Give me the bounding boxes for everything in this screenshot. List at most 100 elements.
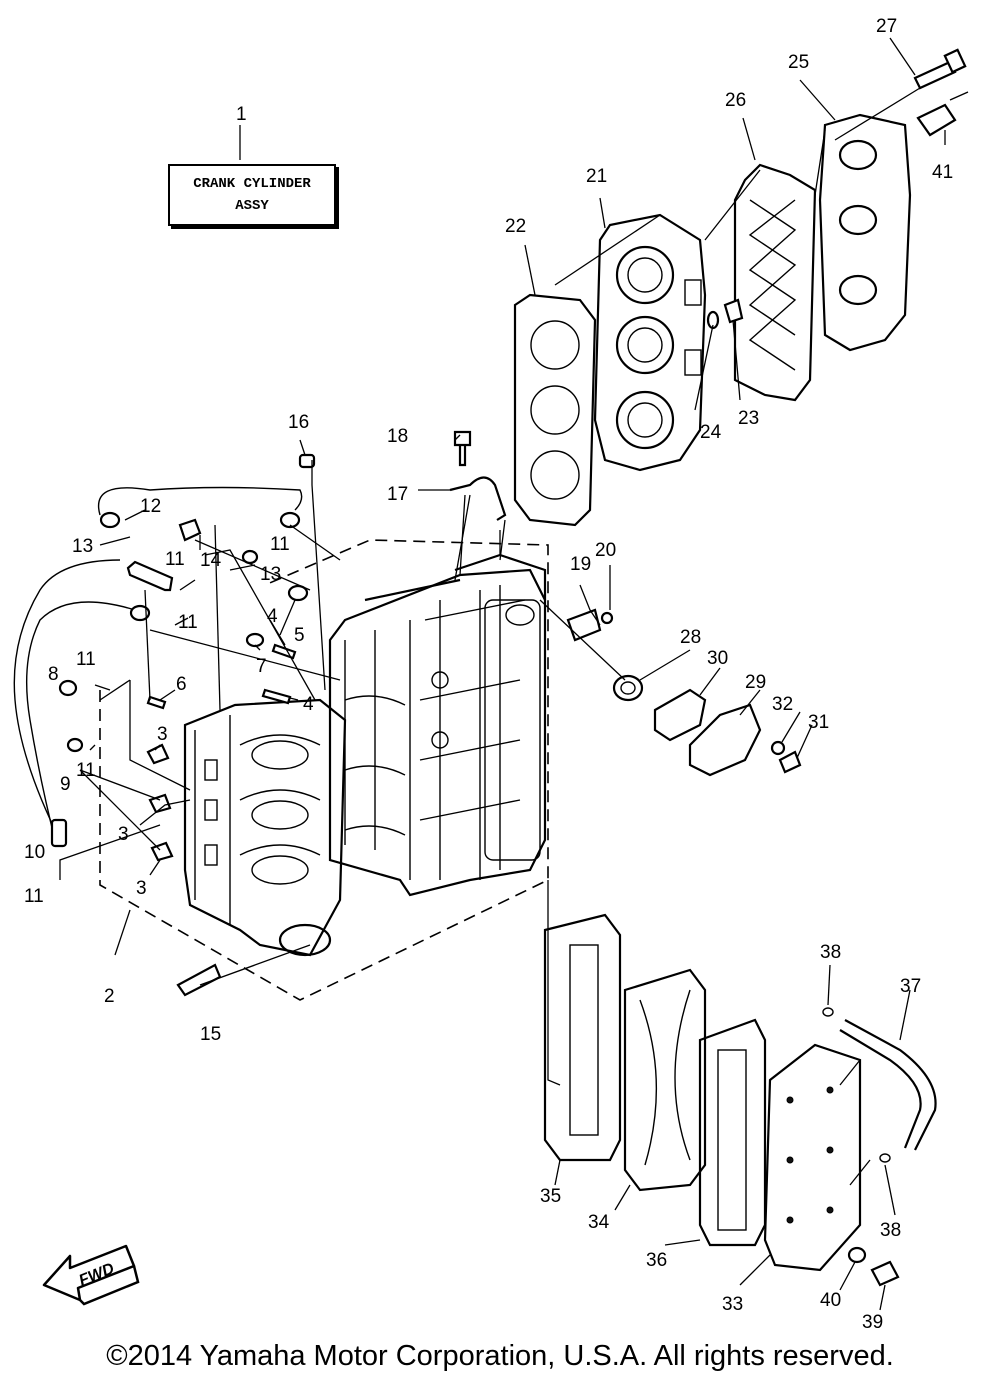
callout-34: 34 [588,1212,610,1233]
callout-20: 20 [595,540,616,561]
callout-3: 3 [136,878,147,899]
bolt-31 [778,750,802,774]
callout-11: 11 [24,886,44,907]
sleeve-mid-b [129,604,151,622]
callout-29: 29 [745,672,766,693]
callout-9: 9 [60,774,71,795]
clip-38a [822,1007,834,1017]
hose-long-top [98,486,303,516]
hose-left-loop-2 [13,559,121,841]
callout-11: 11 [165,549,185,570]
bracket-19 [566,608,602,642]
assy-label-line2: ASSY [235,198,269,214]
sleeve-8 [58,679,78,697]
callout-13: 13 [72,536,93,557]
nipple-3b [148,793,172,814]
bolt-15 [176,963,222,997]
bolt-39 [870,1260,900,1287]
sleeve-12 [99,511,121,529]
thermostat-cover-29 [688,703,762,777]
callout-25: 25 [788,52,809,73]
callout-26: 26 [725,90,746,111]
plate-34 [623,968,707,1192]
callout-1: 1 [236,104,247,125]
callout-18: 18 [387,426,408,447]
hose-left-loop [25,601,136,841]
callout-27: 27 [876,16,897,37]
bolt-27 [913,48,967,90]
callout-3: 3 [118,824,129,845]
callout-21: 21 [586,166,607,187]
clamp-17 [449,476,507,521]
callout-4: 4 [303,694,314,715]
callout-4: 4 [267,606,278,627]
callout-11: 11 [76,649,96,670]
bolt-18 [453,430,472,467]
pin-4a [271,643,297,660]
assembly-outline-dashed [99,539,549,1001]
callout-8: 8 [48,664,59,685]
callout-7: 7 [256,656,267,677]
gasket-36 [698,1018,767,1247]
crankcase-body [328,553,547,897]
head-gasket [513,293,597,527]
callout-30: 30 [707,648,728,669]
bolt-14 [178,518,202,542]
callout-38: 38 [880,1220,901,1241]
cylinder-head-block-left [183,698,347,957]
callout-33: 33 [722,1294,743,1315]
fitting-5 [287,584,309,602]
callout-12: 12 [140,496,161,517]
crank-cylinder-assy-label: CRANK CYLINDER ASSY [168,164,336,226]
cover-gasket [733,163,817,402]
callout-23: 23 [738,408,759,429]
screw-20 [600,611,614,625]
callout-10: 10 [24,842,45,863]
callout-41: 41 [932,162,953,183]
pin-4b [261,688,292,705]
sleeve-top-right [279,511,301,529]
cylinder-head [593,213,707,472]
pin-16 [298,453,316,469]
sleeve-9 [66,737,84,753]
callout-35: 35 [540,1186,561,1207]
exhaust-cover-33 [763,1043,862,1272]
callout-32: 32 [772,694,793,715]
hose-13 [126,560,174,592]
callout-5: 5 [294,625,305,646]
callout-3: 3 [157,724,168,745]
callout-31: 31 [808,712,829,733]
exploded-parts-diagram: 1 2 3 3 3 4 4 5 6 7 8 9 10 11 11 11 11 1… [13,16,969,1333]
callout-16: 16 [288,412,309,433]
gasket-30 [653,688,707,742]
gasket-35 [543,913,622,1162]
callout-11: 11 [76,760,96,781]
callout-6: 6 [176,674,187,695]
fwd-arrow-icon: FWD [42,1244,140,1306]
plug-23 [723,298,744,324]
callout-28: 28 [680,627,701,648]
callout-11: 11 [178,612,198,633]
callout-numbers: 1 2 3 3 3 4 4 5 6 7 8 9 10 11 11 11 11 1… [24,16,953,1333]
leader-lines [59,37,946,1311]
callout-13: 13 [260,564,281,585]
thermostat-28 [612,674,644,702]
callout-11: 11 [270,534,290,555]
callout-37: 37 [900,976,921,997]
callout-19: 19 [570,554,591,575]
callout-38: 38 [820,942,841,963]
assy-label-line1: CRANK CYLINDER [193,176,311,192]
clip-38b [879,1153,891,1163]
callout-24: 24 [700,422,722,443]
copyright-footer: ©2014 Yamaha Motor Corporation, U.S.A. A… [106,1340,894,1372]
callout-17: 17 [387,484,408,505]
callout-22: 22 [505,216,526,237]
callout-36: 36 [646,1250,667,1271]
callout-2: 2 [104,986,115,1007]
washer-40 [847,1246,867,1264]
thermo-switch-41 [916,91,969,137]
sleeve-mid-a [241,549,259,565]
callout-39: 39 [862,1312,883,1333]
hose-37 [844,1019,937,1151]
callout-14: 14 [200,550,222,571]
